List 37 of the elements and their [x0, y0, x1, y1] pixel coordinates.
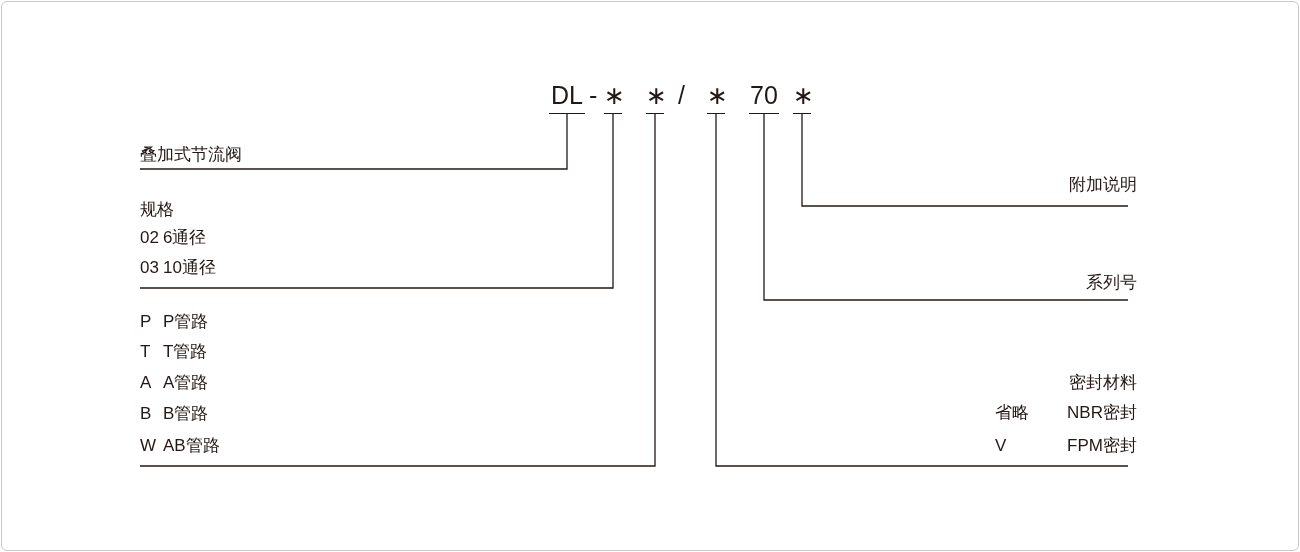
description-text: P管路 [163, 312, 209, 332]
description-text: 03 [140, 258, 159, 278]
description-text: FPM密封 [1067, 436, 1137, 456]
leader-line [139, 112, 614, 289]
description-text: NBR密封 [1067, 403, 1137, 423]
code-segment: ∗ [646, 80, 664, 114]
description-text: B管路 [163, 404, 209, 424]
description-text: 密封材料 [1069, 373, 1137, 393]
code-separator: - [589, 80, 598, 110]
description-text: 6通径 [163, 228, 207, 248]
description-text: 系列号 [1086, 273, 1137, 293]
description-text: B [140, 404, 152, 424]
description-text: V [995, 436, 1007, 456]
description-text: AB管路 [163, 436, 220, 456]
description-text: A管路 [163, 373, 209, 393]
description-text: 02 [140, 228, 159, 248]
code-segment: DL [549, 80, 585, 114]
code-segment: ∗ [793, 80, 811, 114]
description-text: 省略 [995, 403, 1029, 423]
code-segment: ∗ [604, 80, 622, 114]
leader-line [763, 112, 1129, 301]
code-segment: 70 [749, 80, 779, 114]
description-text: P [140, 312, 152, 332]
leader-line [139, 112, 656, 467]
leader-line [801, 112, 1129, 207]
code-separator: / [678, 80, 685, 110]
description-text: 规格 [140, 200, 174, 220]
description-text: T管路 [163, 342, 208, 362]
description-text: A [140, 373, 152, 393]
leader-line [139, 112, 568, 170]
description-text: 附加说明 [1069, 175, 1137, 195]
code-segment: ∗ [707, 80, 725, 114]
description-text: 叠加式节流阀 [140, 145, 242, 165]
leader-line [715, 112, 1129, 467]
description-text: T [140, 342, 151, 362]
description-text: W [140, 436, 157, 456]
description-text: 10通径 [163, 258, 216, 278]
